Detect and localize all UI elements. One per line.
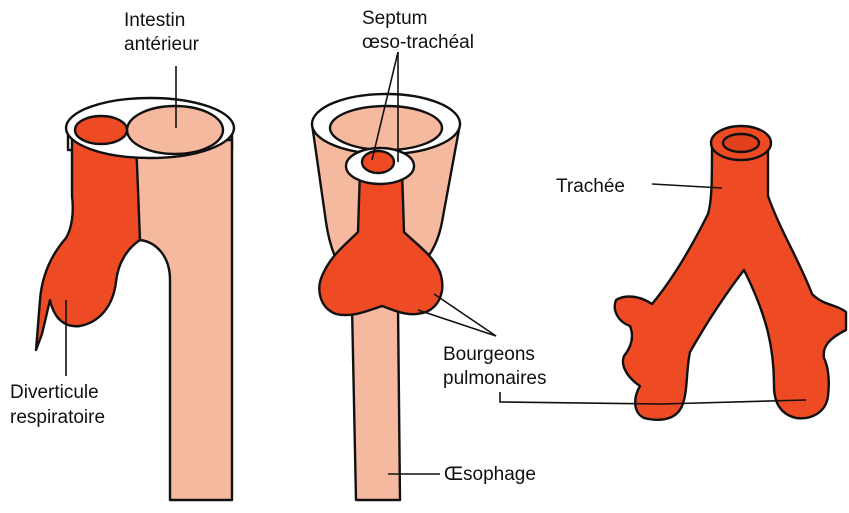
label-septum-2: œso-trachéal	[362, 32, 474, 53]
label-diverticule-1: Diverticule	[10, 382, 99, 403]
label-bourgeons-2: pulmonaires	[443, 368, 547, 389]
label-trachee: Trachée	[556, 176, 625, 197]
esophagus-tube	[352, 306, 400, 500]
label-bourgeons-1: Bourgeons	[443, 344, 535, 365]
stage-3-trachea	[615, 126, 846, 420]
diverticulum-lumen	[75, 116, 127, 144]
respiratory-diverticulum	[36, 140, 140, 350]
trachea-bronchi	[615, 142, 846, 420]
foregut-tube	[136, 140, 232, 500]
label-septum-1: Septum	[362, 8, 427, 29]
stage-1-foregut	[36, 98, 234, 500]
leader-bourgeons-a	[434, 294, 496, 336]
leader-bourgeons-b	[418, 310, 496, 336]
label-diverticule-2: respiratoire	[10, 407, 105, 428]
septum-lumen	[330, 106, 442, 150]
septum-trachea-lumen	[362, 151, 394, 173]
foregut-lumen	[127, 106, 223, 154]
trachea-lumen	[723, 134, 759, 152]
label-oesophage: Œsophage	[444, 464, 536, 485]
label-intestin-1: Intestin	[124, 10, 185, 31]
label-intestin-2: antérieur	[124, 34, 200, 55]
